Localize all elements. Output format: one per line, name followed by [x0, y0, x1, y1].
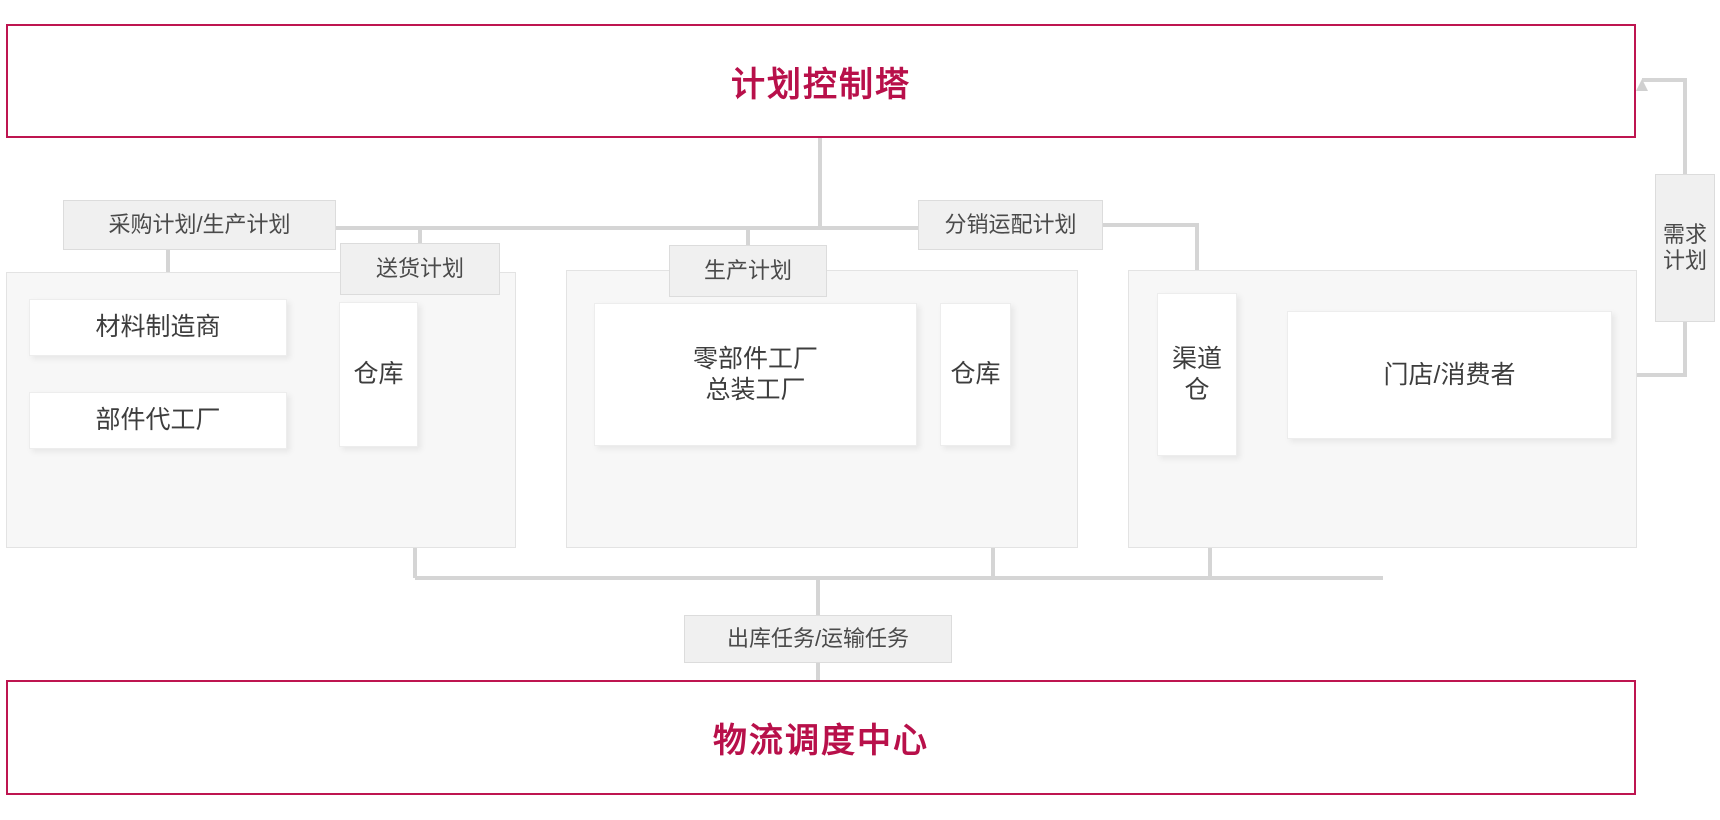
node-material-manufacturer-label: 材料制造商 — [95, 313, 221, 342]
node-component-foundry-label: 部件代工厂 — [95, 406, 221, 435]
node-channel-warehouse[interactable]: 渠道 仓 — [1157, 293, 1237, 456]
node-warehouse-manufacture[interactable]: 仓库 — [940, 303, 1011, 446]
wire-demand-to-tower — [1636, 78, 1687, 174]
node-store-consumer[interactable]: 门店/消费者 — [1287, 311, 1612, 439]
chip-outbound-transport-task[interactable]: 出库任务/运输任务 — [684, 615, 952, 663]
chip-distribution-transport-plan[interactable]: 分销运配计划 — [918, 200, 1103, 250]
chip-delivery-plan[interactable]: 送货计划 — [340, 243, 500, 295]
planning-control-tower-title: 计划控制塔 — [731, 65, 911, 104]
chip-purchase-production-plan[interactable]: 采购计划/生产计划 — [63, 200, 336, 250]
node-warehouse-manufacture-label: 仓库 — [950, 360, 1001, 389]
node-component-foundry[interactable]: 部件代工厂 — [29, 392, 287, 449]
chip-distribution-transport-plan-label: 分销运配计划 — [944, 211, 1077, 237]
chip-demand-plan[interactable]: 需求 计划 — [1655, 174, 1715, 322]
chip-production-plan-label: 生产计划 — [703, 257, 792, 283]
node-store-consumer-label: 门店/消费者 — [1383, 360, 1516, 389]
logistics-dispatch-center-banner[interactable]: 物流调度中心 — [6, 680, 1636, 795]
logistics-dispatch-center-title: 物流调度中心 — [713, 722, 929, 760]
chip-purchase-production-plan-label: 采购计划/生产计划 — [108, 211, 291, 237]
node-warehouse-supply[interactable]: 仓库 — [339, 302, 418, 447]
chip-production-plan[interactable]: 生产计划 — [669, 245, 827, 297]
node-factory-label: 零部件工厂 总装工厂 — [692, 345, 818, 404]
node-warehouse-supply-label: 仓库 — [353, 360, 404, 389]
chip-outbound-transport-task-label: 出库任务/运输任务 — [726, 625, 910, 651]
chip-demand-plan-label: 需求 计划 — [1662, 221, 1707, 273]
node-channel-warehouse-label: 渠道 仓 — [1171, 345, 1222, 404]
chip-delivery-plan-label: 送货计划 — [375, 255, 464, 281]
node-factory[interactable]: 零部件工厂 总装工厂 — [594, 303, 917, 446]
node-material-manufacturer[interactable]: 材料制造商 — [29, 299, 287, 356]
planning-control-tower-banner[interactable]: 计划控制塔 — [6, 24, 1636, 138]
